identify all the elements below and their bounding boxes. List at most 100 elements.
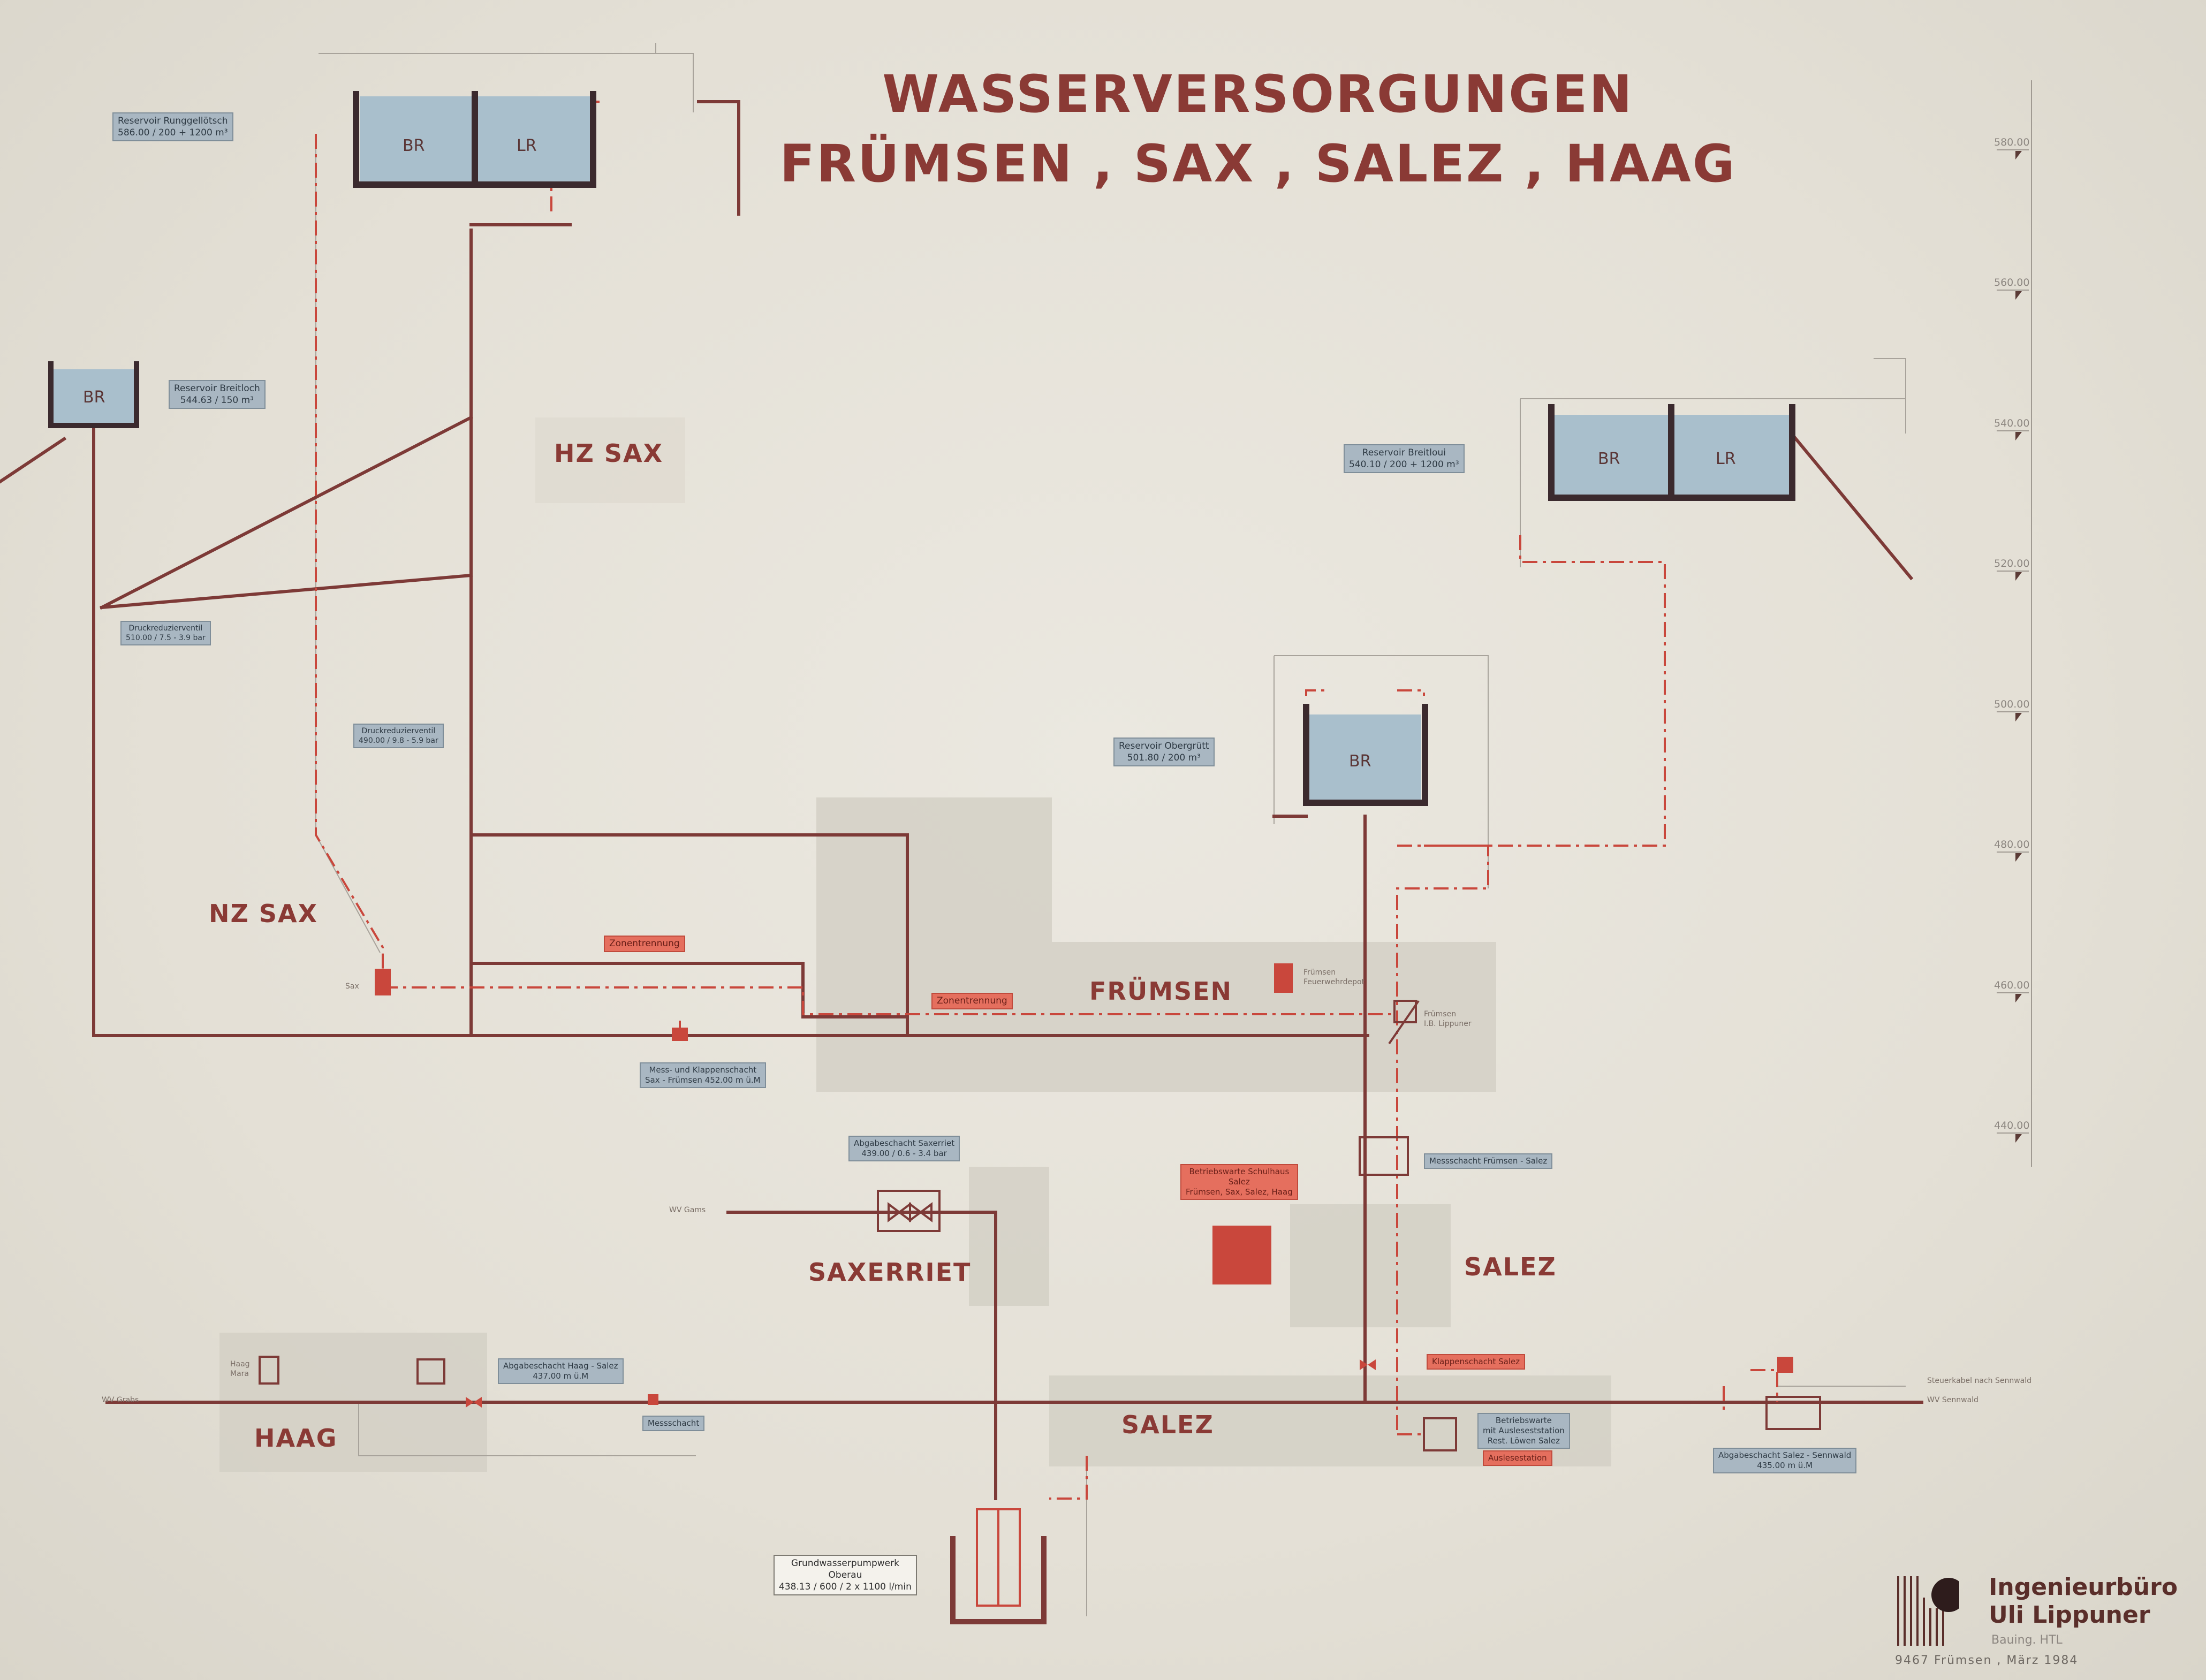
label-mess-klappenschacht: Mess- und Klappenschacht Sax - Frümsen 4… bbox=[640, 1062, 766, 1088]
label-abgabeschacht-saxerriet: Abgabeschacht Saxerriet 439.00 / 0.6 - 3… bbox=[848, 1136, 960, 1161]
pumpwerk-wall bbox=[950, 1536, 1047, 1624]
red-pipe-sennwald bbox=[1750, 1369, 1778, 1402]
red-valves bbox=[375, 963, 1793, 1408]
elevation-marker-icon bbox=[2015, 994, 2022, 1002]
tank-br-label: BR bbox=[1598, 450, 1620, 468]
label-auslesestation: Auslesestation bbox=[1483, 1450, 1552, 1466]
label-line: Oberau bbox=[828, 1570, 862, 1580]
logo-footer: 9467 Frümsen , März 1984 bbox=[1895, 1654, 2079, 1667]
red-pipes bbox=[315, 101, 1778, 1500]
tank-breitloui bbox=[1548, 404, 1795, 501]
label-messschacht-fruemsen-salez: Messschacht Frümsen - Salez bbox=[1424, 1153, 1553, 1169]
label-reservoir-breitloui: Reservoir Breitloui 540.10 / 200 + 1200 … bbox=[1344, 444, 1465, 473]
tank-br-label: BR bbox=[83, 388, 105, 407]
label-line: Reservoir Breitloui bbox=[1362, 447, 1446, 458]
red-pipe-sax-west bbox=[315, 134, 384, 987]
valves bbox=[259, 1000, 1821, 1451]
label-line: Reservoir Breitloch bbox=[174, 383, 260, 394]
label-line: Mess- und Klappenschacht bbox=[649, 1065, 757, 1075]
tank-obergruett bbox=[1303, 704, 1428, 806]
label-reservoir-obergruett: Reservoir Obergrütt 501.80 / 200 m³ bbox=[1113, 738, 1215, 766]
label-druckreduzierventil-1: Druckreduzierventil 510.00 / 7.5 - 3.9 b… bbox=[120, 621, 211, 645]
pipe-zonentrennung-link bbox=[469, 962, 909, 1018]
control-line-runggelloetsch bbox=[319, 53, 694, 112]
label-abgabeschacht-haag: Abgabeschacht Haag - Salez 437.00 m ü.M bbox=[498, 1358, 624, 1384]
label-betriebswarte-loewen: Betriebswarte mit Ausleseststation Rest.… bbox=[1477, 1413, 1570, 1449]
label-line: 438.13 / 600 / 2 x 1100 l/min bbox=[779, 1582, 912, 1592]
abgabeschacht-sennwald-icon bbox=[1765, 1396, 1821, 1430]
messschacht-icon bbox=[648, 1394, 658, 1405]
red-pipe-sax-fruemsen bbox=[383, 986, 1397, 1015]
elevation-marker-icon bbox=[2015, 572, 2022, 581]
label-line: Messschacht bbox=[648, 1418, 700, 1428]
logo-circle bbox=[1931, 1578, 1959, 1612]
klappenschacht-salez-valve-icon bbox=[1360, 1359, 1376, 1370]
hz-sax-zone-area bbox=[535, 417, 685, 503]
sennwald-valve-icon bbox=[1777, 1357, 1793, 1373]
elevation-label-500: 500.00 bbox=[1994, 698, 2030, 710]
elevation-marker-icon bbox=[2015, 1134, 2022, 1143]
label-line: Reservoir Obergrütt bbox=[1119, 741, 1209, 751]
label-messschacht: Messschacht bbox=[642, 1416, 705, 1431]
elevation-label-580: 580.00 bbox=[1994, 136, 2030, 148]
pipe-breitloui-overflow bbox=[1780, 420, 1914, 581]
red-pipe-obergruett bbox=[1396, 845, 1489, 1434]
tank-runggelloetsch bbox=[353, 91, 596, 188]
elevation-markers bbox=[2015, 151, 2022, 1143]
label-line: Abgabeschacht Saxerriet bbox=[854, 1138, 955, 1148]
elevation-scale bbox=[1997, 80, 2032, 1167]
haag-valve-icon bbox=[466, 1397, 482, 1408]
tank-wall bbox=[1303, 704, 1428, 806]
label-line: Messschacht Frümsen - Salez bbox=[1429, 1156, 1548, 1166]
valve-icon bbox=[909, 1202, 933, 1222]
betriebswarte-schulhaus-icon bbox=[1212, 1226, 1271, 1284]
tank-breitloch bbox=[48, 361, 139, 428]
label-line: Haag bbox=[230, 1360, 250, 1369]
pipe-breitloch-sax bbox=[100, 573, 473, 610]
abgabeschacht-saxerriet-icon bbox=[877, 1190, 941, 1232]
label-abgabeschacht-sennwald: Abgabeschacht Salez - Sennwald 435.00 m … bbox=[1713, 1448, 1857, 1473]
label-line: Grundwasserpumpwerk bbox=[791, 1558, 899, 1569]
fruemsen-lippuner-diagonal bbox=[1388, 1000, 1420, 1045]
label-line: Abgabeschacht Haag - Salez bbox=[503, 1361, 618, 1371]
valve-sax-icon bbox=[375, 969, 391, 995]
elevation-marker-icon bbox=[2015, 853, 2022, 862]
haag-mara-shaft-icon bbox=[259, 1356, 279, 1385]
label-line: 540.10 / 200 + 1200 m³ bbox=[1349, 459, 1459, 470]
tank-lr-label: LR bbox=[1716, 450, 1736, 468]
label-line: Sax - Frümsen 452.00 m ü.M bbox=[645, 1075, 761, 1085]
control-line-breitloui-east bbox=[1874, 358, 1906, 434]
pipe-hz-sax-east bbox=[469, 833, 909, 1037]
tank-wall bbox=[48, 361, 139, 428]
label-line: Salez bbox=[1228, 1177, 1250, 1187]
label-line: 490.00 / 9.8 - 5.9 bar bbox=[359, 736, 438, 745]
zone-hz-sax: HZ SAX bbox=[554, 439, 664, 468]
salez-zone-area bbox=[1290, 1204, 1451, 1327]
tank-water bbox=[1309, 714, 1421, 800]
zone-fruemsen: FRÜMSEN bbox=[1089, 977, 1233, 1006]
label-line: Druckreduzierventil bbox=[128, 624, 203, 633]
klappenschacht-sax-icon bbox=[672, 1028, 688, 1041]
label-wv-gams: WV Gams bbox=[669, 1206, 706, 1214]
red-pipe-breitloui bbox=[1424, 535, 1666, 847]
control-line-obergruett bbox=[1274, 655, 1489, 888]
tank-lr-label: LR bbox=[517, 136, 537, 155]
label-wv-sennwald: WV Sennwald bbox=[1927, 1396, 1978, 1404]
control-line-haag bbox=[358, 1402, 696, 1456]
label-haag-mara: Haag Mara bbox=[230, 1359, 250, 1379]
label-line: Rest. Löwen Salez bbox=[1487, 1436, 1560, 1446]
red-pipe-obergruett-out bbox=[1397, 689, 1425, 696]
label-sax: Sax bbox=[345, 982, 359, 991]
label-line: Betriebswarte Schulhaus bbox=[1189, 1167, 1290, 1176]
label-line: I.B. Lippuner bbox=[1424, 1020, 1472, 1028]
zone-saxerriet: SAXERRIET bbox=[808, 1258, 972, 1287]
label-line: Druckreduzierventil bbox=[361, 727, 436, 735]
label-fruemsen-feuerwehrdepot: Frümsen Feuerwehrdepot bbox=[1303, 968, 1364, 987]
elevation-marker-icon bbox=[2015, 151, 2022, 159]
pumpwerk-oberau bbox=[950, 1508, 1047, 1624]
label-line: mit Ausleseststation bbox=[1483, 1426, 1565, 1435]
label-line: Abgabeschacht Salez - Sennwald bbox=[1718, 1450, 1852, 1460]
main-pipes bbox=[0, 100, 1923, 1500]
